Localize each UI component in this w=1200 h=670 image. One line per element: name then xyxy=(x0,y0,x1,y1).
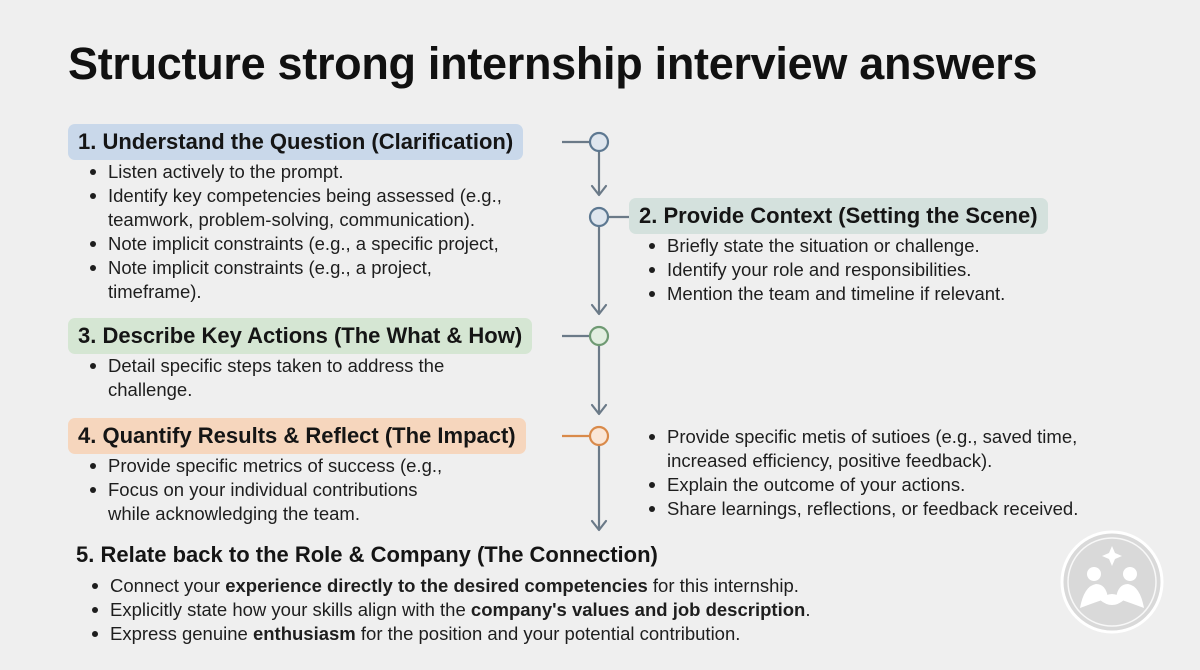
text-emphasis: enthusiasm xyxy=(252,623,356,644)
list-item: Identify your role and responsibilities. xyxy=(647,258,1005,282)
list-item: Express genuine enthusiasm for the posit… xyxy=(90,622,810,646)
step-4-heading: 4. Quantify Results & Reflect (The Impac… xyxy=(68,418,526,454)
list-item: Note implicit constraints (e.g., a proje… xyxy=(88,256,502,280)
list-item: Provide specific metrics of success (e.g… xyxy=(88,454,442,478)
step-3-bullets: Detail specific steps taken to address t… xyxy=(88,354,444,402)
list-item: Identify key competencies being assessed… xyxy=(88,184,502,208)
arrow-down-icon xyxy=(590,403,608,416)
watermark-logo-icon xyxy=(1060,530,1164,634)
list-item: teamwork, problem-solving, communication… xyxy=(108,209,476,230)
list-item: Focus on your individual contributions xyxy=(88,478,442,502)
step-4-bullets: Provide specific metrics of success (e.g… xyxy=(88,454,442,526)
step-2-bullets: Briefly state the situation or challenge… xyxy=(647,234,1005,306)
list-item: Note implicit constraints (e.g., a speci… xyxy=(88,232,502,256)
list-item: challenge. xyxy=(108,379,193,400)
page-title: Structure strong internship interview an… xyxy=(68,38,1038,89)
text-regular: . xyxy=(805,599,811,620)
flow-node-icon xyxy=(588,206,610,228)
flow-node-icon xyxy=(588,425,610,447)
text-regular: for the position and your potential cont… xyxy=(355,623,741,644)
text-regular: Explicitly state how your skills align w… xyxy=(110,599,471,620)
flow-node-icon xyxy=(588,325,610,347)
arrow-down-icon xyxy=(590,184,608,197)
flow-node-icon xyxy=(588,131,610,153)
step-1-heading: 1. Understand the Question (Clarificatio… xyxy=(68,124,524,160)
list-item: while acknowledging the team. xyxy=(108,503,360,524)
list-item: Explicitly state how your skills align w… xyxy=(90,598,810,622)
list-item: Explain the outcome of your actions. xyxy=(647,473,1078,497)
step-3-heading: 3. Describe Key Actions (The What & How) xyxy=(68,318,533,354)
list-item: Detail specific steps taken to address t… xyxy=(88,354,444,378)
step-5-heading: 5. Relate back to the Role & Company (Th… xyxy=(76,542,658,567)
list-item: Share learnings, reflections, or feedbac… xyxy=(647,497,1078,521)
list-item: timeframe). xyxy=(108,281,202,302)
list-item: Provide specific metis of sutioes (e.g.,… xyxy=(647,425,1078,449)
list-item: Listen actively to the prompt. xyxy=(88,160,502,184)
step-2-heading: 2. Provide Context (Setting the Scene) xyxy=(629,198,1048,234)
text-emphasis: company's values and job description xyxy=(470,599,806,620)
step-1-bullets: Listen actively to the prompt. Identify … xyxy=(88,160,502,304)
step-4-side-bullets: Provide specific metis of sutioes (e.g.,… xyxy=(647,425,1078,521)
text-regular: for this internship. xyxy=(647,575,799,596)
step-5-bullets: Connect your experience directly to the … xyxy=(90,574,810,646)
list-item: Briefly state the situation or challenge… xyxy=(647,234,1005,258)
list-item: Connect your experience directly to the … xyxy=(90,574,810,598)
arrow-down-icon xyxy=(590,303,608,316)
text-regular: Connect your xyxy=(110,575,226,596)
arrow-down-icon xyxy=(590,519,608,532)
list-item: increased efficiency, positive feedback)… xyxy=(667,450,993,471)
list-item: Mention the team and timeline if relevan… xyxy=(647,282,1005,306)
text-regular: Express genuine xyxy=(110,623,253,644)
text-emphasis: experience directly to the desired compe… xyxy=(225,575,648,596)
